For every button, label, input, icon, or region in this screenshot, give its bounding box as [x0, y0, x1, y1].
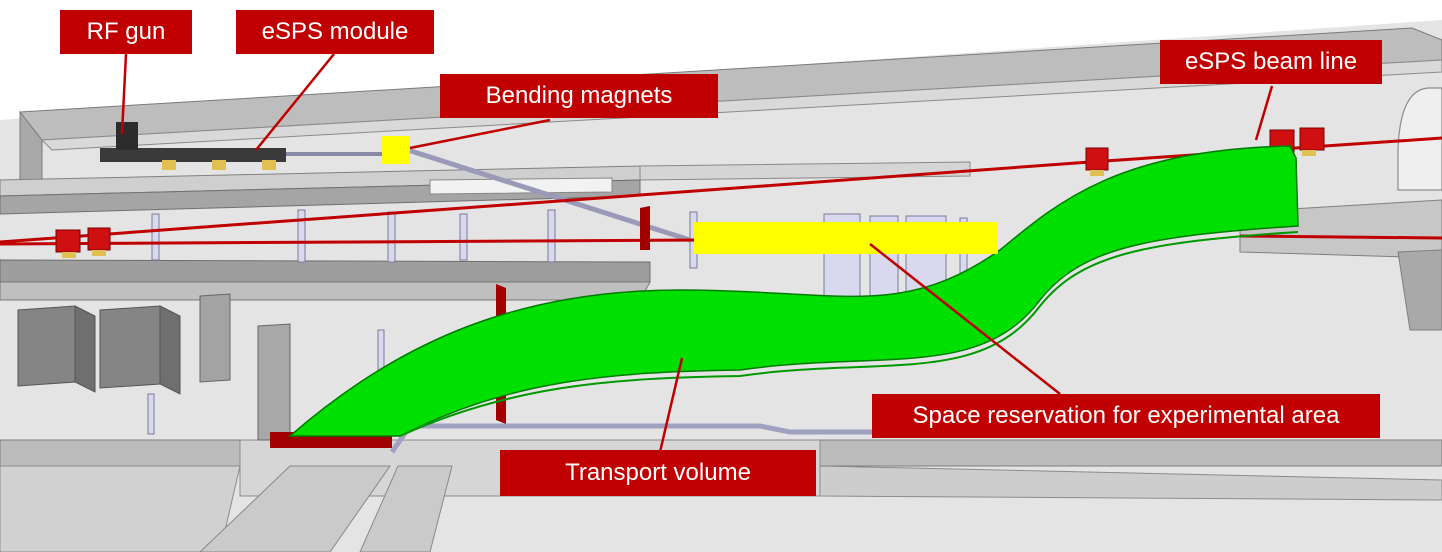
left-wall-face [0, 281, 651, 301]
front-wall-right [819, 465, 1442, 501]
space-reservation-label: Space reservation for experimental area [872, 394, 1380, 438]
espss-module-label: eSPS module [236, 10, 434, 54]
rf-gun-label: RF gun [60, 10, 192, 54]
equipment-blocks [17, 293, 291, 441]
bending-magnets-label: Bending magnets [440, 74, 718, 118]
espss-beam-line-label: eSPS beam line [1160, 40, 1382, 84]
bending-magnet-marker [382, 136, 410, 164]
front-floor-left [0, 465, 241, 552]
space-reservation-box [694, 222, 998, 254]
back-wall-top [40, 59, 1442, 151]
leader-lines [120, 53, 1274, 453]
right-pillar [1397, 249, 1442, 331]
transport-volume [287, 145, 1299, 437]
left-wall-top [0, 259, 651, 283]
access-corridor-right [359, 465, 453, 552]
transport-volume-label: Transport volume [500, 450, 816, 496]
access-corridor-left [199, 465, 391, 552]
transport-volume-edge [399, 231, 1299, 437]
